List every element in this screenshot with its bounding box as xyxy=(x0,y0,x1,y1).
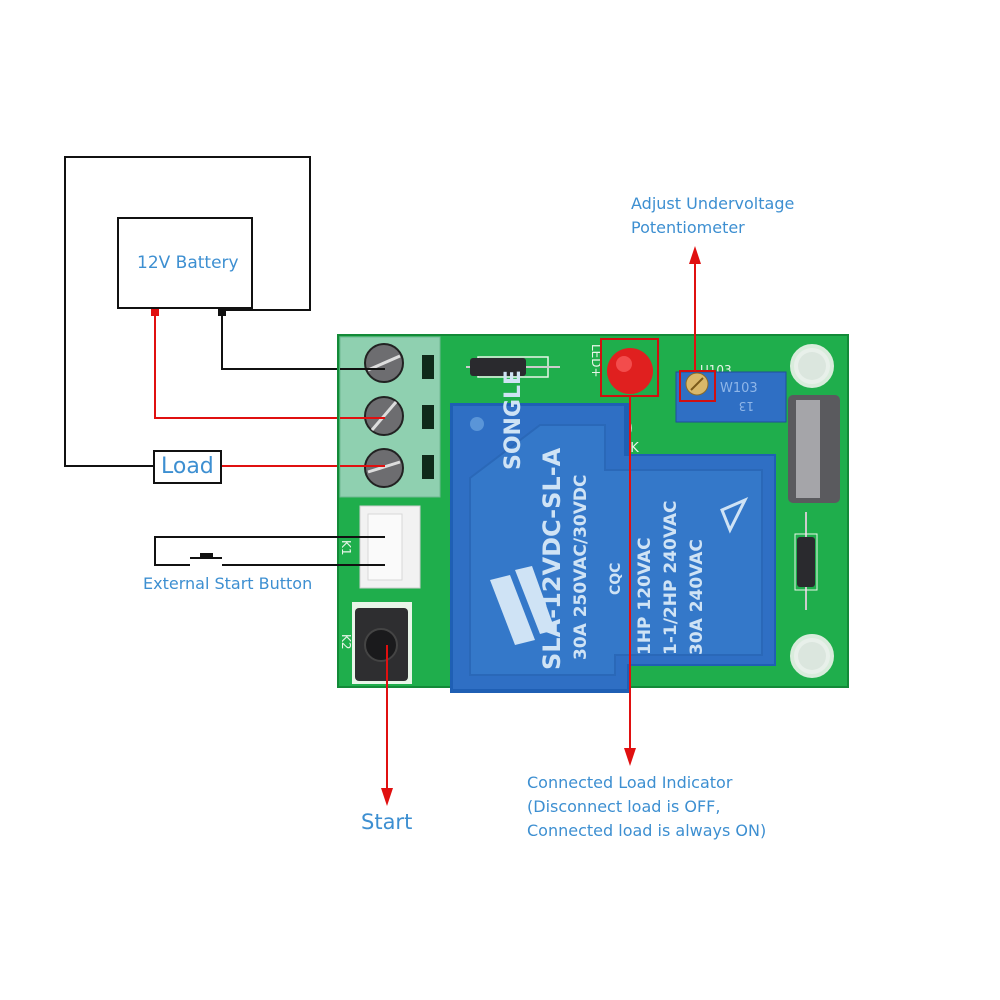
relay-rating-3: 1-1/2HP 240VAC xyxy=(661,501,681,655)
wire-external-button-top xyxy=(154,536,385,566)
terminal-screw-2 xyxy=(364,396,404,436)
load-label: Load xyxy=(161,454,214,479)
pot-highlight-box xyxy=(679,370,716,402)
wire-black-battery-negative xyxy=(221,313,385,370)
external-start-button-symbol xyxy=(190,553,222,559)
terminal-screw-3 xyxy=(364,448,404,488)
diode-right xyxy=(794,512,818,610)
start-label: Start xyxy=(361,810,413,834)
wire-red-battery-positive xyxy=(154,313,385,419)
load-box: Load xyxy=(153,450,222,484)
wire-black-outer-loop xyxy=(64,156,311,467)
relay-rating-1: 30A 250VAC/30VDC xyxy=(571,475,591,660)
potentiometer-label-line2: Potentiometer xyxy=(631,218,745,237)
relay: SONGLE SLA-12VDC-SL-A 30A 250VAC/30VDC 1… xyxy=(450,370,776,693)
terminal-screw-1 xyxy=(364,343,404,383)
battery-positive-terminal xyxy=(151,306,159,316)
k2-silk: K2 xyxy=(339,634,353,650)
battery-box: 12V Battery xyxy=(117,217,253,309)
red-led xyxy=(607,348,653,394)
relay-rating-2: 1HP 120VAC xyxy=(635,537,655,655)
indicator-label-line3: Connected load is always ON) xyxy=(527,821,767,840)
diode-top xyxy=(466,356,560,378)
relay-rating-4: 30A 240VAC xyxy=(687,539,707,655)
relay-brand: SONGLE xyxy=(501,370,526,470)
battery-label: 12V Battery xyxy=(137,253,239,273)
potentiometer-label-line1: Adjust Undervoltage xyxy=(631,194,795,213)
pot-marking2: 13 xyxy=(739,399,754,413)
songle-logo xyxy=(490,566,555,645)
mounting-hole-bottom xyxy=(790,634,834,678)
led-silk: LED+ xyxy=(589,344,603,378)
mounting-hole-top xyxy=(790,344,834,388)
k1-silk: K1 xyxy=(339,540,353,556)
relay-cert: CQC xyxy=(608,563,624,595)
external-start-button-label: External Start Button xyxy=(143,574,313,593)
pot-marking: W103 xyxy=(720,381,758,396)
warning-triangle-icon xyxy=(720,496,749,534)
indicator-label-line2: (Disconnect load is OFF, xyxy=(527,797,721,816)
battery-negative-terminal xyxy=(218,306,226,316)
indicator-label-line1: Connected Load Indicator xyxy=(527,773,733,792)
relay-model: SLA-12VDC-SL-A xyxy=(538,447,566,670)
